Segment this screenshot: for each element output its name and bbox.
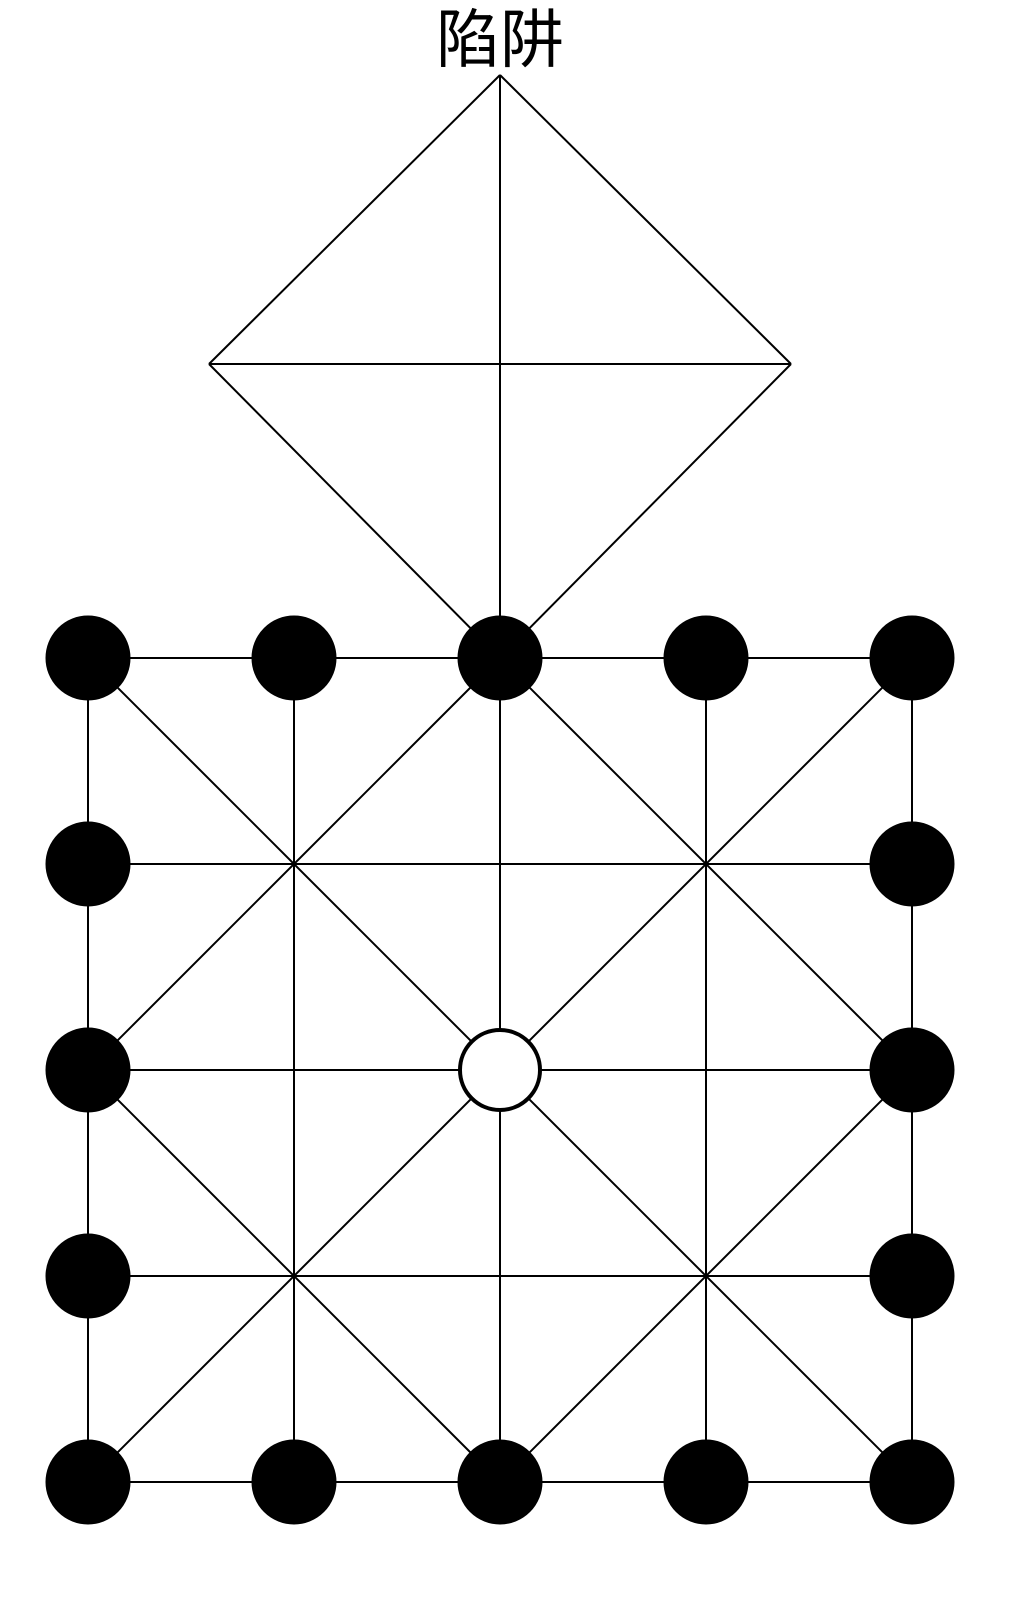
white-piece[interactable] xyxy=(458,1028,542,1112)
trap-area xyxy=(208,74,792,659)
black-piece[interactable] xyxy=(663,1439,749,1525)
black-piece[interactable] xyxy=(251,1439,337,1525)
black-piece[interactable] xyxy=(869,1027,955,1113)
black-piece[interactable] xyxy=(251,615,337,701)
grid-diagonal-line xyxy=(87,1069,501,1483)
black-piece[interactable] xyxy=(45,1233,131,1319)
black-piece[interactable] xyxy=(45,1027,131,1113)
trap-edge xyxy=(499,74,792,365)
black-piece[interactable] xyxy=(457,615,543,701)
trap-edge xyxy=(208,74,501,365)
trap-label: 陷阱 xyxy=(436,4,564,78)
black-piece[interactable] xyxy=(869,1233,955,1319)
grid-diagonal-line xyxy=(87,657,501,1071)
black-piece[interactable] xyxy=(45,1439,131,1525)
black-piece[interactable] xyxy=(457,1439,543,1525)
black-piece[interactable] xyxy=(45,821,131,907)
pieces-layer xyxy=(45,615,955,1525)
black-piece[interactable] xyxy=(869,821,955,907)
black-piece[interactable] xyxy=(869,1439,955,1525)
black-piece[interactable] xyxy=(663,615,749,701)
trap-edge xyxy=(208,363,501,659)
grid-diagonal-line xyxy=(499,1069,913,1483)
black-piece[interactable] xyxy=(45,615,131,701)
black-piece[interactable] xyxy=(869,615,955,701)
trap-edge xyxy=(499,363,792,659)
grid-diagonal-line xyxy=(499,657,913,1071)
